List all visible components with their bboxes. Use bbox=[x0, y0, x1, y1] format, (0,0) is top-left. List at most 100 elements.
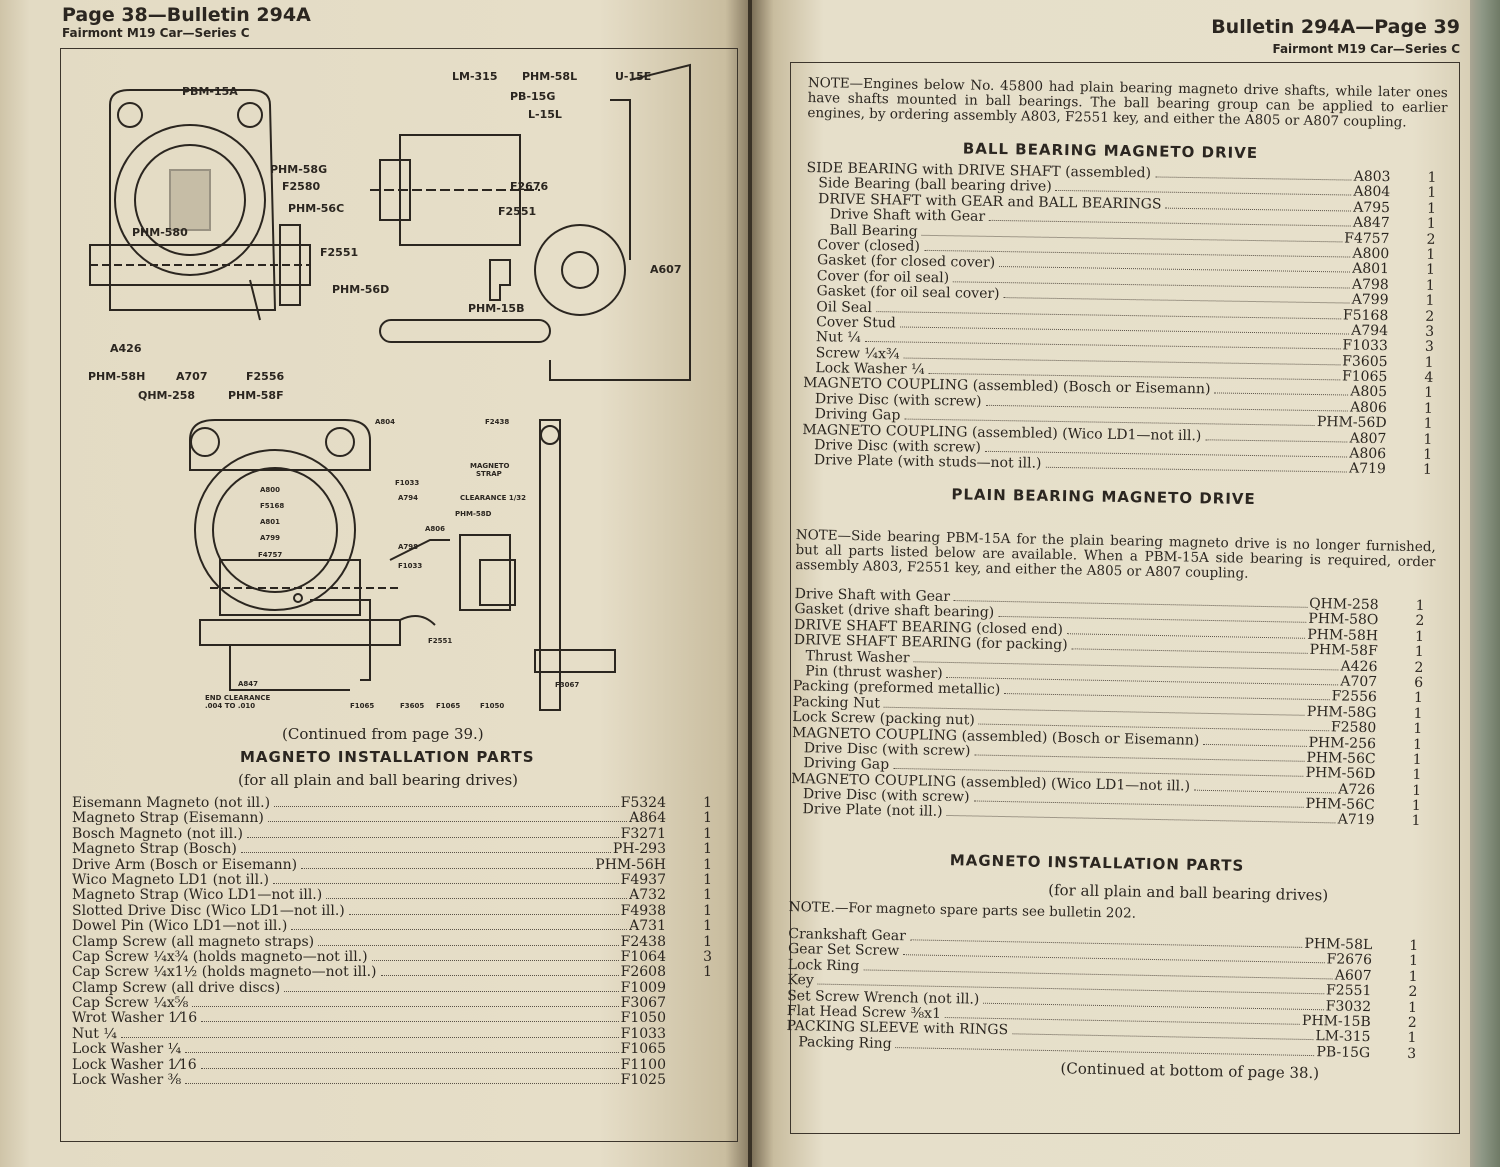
dot-leader bbox=[326, 898, 628, 900]
part-name: Nut ¼ bbox=[815, 329, 861, 347]
part-name: Eisemann Magneto (not ill.) bbox=[72, 795, 271, 811]
part-number: F1033 bbox=[620, 1025, 666, 1042]
part-number: A799 bbox=[1351, 291, 1389, 309]
dot-leader bbox=[380, 975, 619, 977]
right-page-frame bbox=[790, 62, 1460, 1134]
part-quantity: 1 bbox=[1427, 185, 1437, 202]
part-row: Drive Arm (Bosch or Eisemann) PHM-56H 1 bbox=[72, 856, 712, 873]
svg-text:PB-15G: PB-15G bbox=[510, 90, 555, 103]
part-name: Clamp Screw (all magneto straps) bbox=[72, 933, 315, 950]
part-name: Magneto Strap (Bosch) bbox=[72, 841, 237, 858]
svg-text:F1033: F1033 bbox=[398, 562, 422, 570]
part-name: Drive Plate (not ill.) bbox=[802, 801, 943, 821]
right-lower-block: MAGNETO INSTALLATION PARTS (for all plai… bbox=[786, 848, 1430, 1084]
part-name: Cap Screw ¼x⅝ bbox=[72, 995, 189, 1012]
part-name: Nut ¼ bbox=[72, 1025, 117, 1042]
svg-text:F2551: F2551 bbox=[320, 246, 358, 259]
part-name: Lock Washer ⅜ bbox=[72, 1072, 182, 1089]
part-number: F2608 bbox=[620, 964, 666, 981]
part-quantity: 2 bbox=[1407, 1014, 1417, 1032]
dot-leader bbox=[291, 929, 628, 931]
dot-leader bbox=[1205, 438, 1348, 443]
svg-text:A806: A806 bbox=[425, 525, 445, 533]
dot-leader bbox=[1071, 648, 1308, 655]
dot-leader bbox=[274, 806, 619, 807]
part-number: F1009 bbox=[620, 979, 666, 996]
part-number: F1064 bbox=[620, 948, 666, 965]
part-quantity: 1 bbox=[1408, 968, 1418, 985]
part-number: PH-293 bbox=[612, 841, 666, 858]
part-quantity: 1 bbox=[1408, 953, 1419, 970]
svg-text:F3067: F3067 bbox=[555, 681, 579, 689]
svg-text:F4757: F4757 bbox=[258, 551, 282, 559]
part-quantity: 3 bbox=[1425, 323, 1435, 340]
part-number: A801 bbox=[1352, 260, 1390, 278]
part-number: A864 bbox=[629, 810, 666, 827]
part-number: F2551 bbox=[1325, 982, 1372, 1000]
part-row: Clamp Screw (all drive discs)F1009 bbox=[72, 979, 712, 996]
part-number: F5324 bbox=[620, 795, 666, 811]
part-quantity: 1 bbox=[1409, 937, 1419, 955]
part-quantity: 3 bbox=[703, 948, 712, 965]
part-quantity: 1 bbox=[1412, 736, 1423, 753]
part-name: Lock Washer ¼ bbox=[72, 1041, 182, 1058]
svg-text:PHM-58F: PHM-58F bbox=[228, 389, 284, 402]
part-number: F1025 bbox=[620, 1072, 666, 1089]
part-row: Wrot Washer 1⁄16 F1050 bbox=[72, 1010, 712, 1027]
figure-ball-bearing-drive: A804 F2438 F1033 MAGNETO STRAP A800 A794… bbox=[189, 418, 616, 711]
svg-text:F2551: F2551 bbox=[498, 205, 536, 218]
part-quantity: 1 bbox=[1426, 200, 1437, 217]
part-quantity: 1 bbox=[1413, 690, 1423, 707]
part-quantity: 1 bbox=[1425, 262, 1436, 279]
part-number: A731 bbox=[629, 918, 666, 935]
part-number: PHM-56H bbox=[595, 856, 666, 873]
left-section-title: MAGNETO INSTALLATION PARTS bbox=[240, 748, 535, 766]
part-quantity: 1 bbox=[703, 933, 712, 950]
part-name: Wrot Washer 1⁄16 bbox=[72, 1010, 198, 1027]
ball-bearing-parts-list: SIDE BEARING with DRIVE SHAFT (assembled… bbox=[802, 160, 1437, 479]
dot-leader bbox=[1203, 743, 1307, 747]
part-quantity: 3 bbox=[1407, 1045, 1417, 1062]
left-page-frame bbox=[60, 48, 738, 1142]
left-caption: (Continued from page 39.) bbox=[282, 725, 484, 743]
svg-text:PHM-580: PHM-580 bbox=[132, 226, 188, 239]
part-number: F2676 bbox=[1326, 951, 1373, 969]
part-number: F1050 bbox=[620, 1010, 666, 1027]
part-number: PHM-56D bbox=[1305, 765, 1376, 783]
part-name: Drive Arm (Bosch or Eisemann) bbox=[72, 856, 298, 873]
svg-text:.004 TO .010: .004 TO .010 bbox=[205, 702, 255, 710]
left-header-title: Page 38—Bulletin 294A bbox=[62, 4, 311, 26]
install-subtitle: (for all plain and ball bearing drives) bbox=[1048, 880, 1329, 905]
part-number: F3067 bbox=[620, 995, 666, 1012]
dot-leader bbox=[318, 944, 619, 946]
part-quantity: 2 bbox=[1426, 231, 1436, 248]
part-quantity: 1 bbox=[703, 856, 712, 873]
svg-text:A799: A799 bbox=[260, 534, 280, 542]
part-number: F2438 bbox=[620, 933, 666, 950]
svg-text:A801: A801 bbox=[260, 518, 280, 526]
part-number: F4757 bbox=[1344, 230, 1390, 247]
svg-text:A426: A426 bbox=[110, 342, 142, 355]
part-name: Wico Magneto LD1 (not ill.) bbox=[72, 871, 269, 888]
svg-text:F1065: F1065 bbox=[350, 702, 374, 710]
svg-text:A847: A847 bbox=[238, 680, 258, 688]
part-number: PB-15G bbox=[1316, 1043, 1371, 1061]
dot-leader bbox=[371, 959, 619, 961]
right-page: Bulletin 294A—Page 39 Fairmont M19 Car—S… bbox=[752, 0, 1470, 1167]
part-number: F4938 bbox=[620, 902, 666, 919]
svg-text:STRAP: STRAP bbox=[476, 470, 502, 478]
svg-text:A794: A794 bbox=[398, 494, 418, 502]
svg-text:PHM-58G: PHM-58G bbox=[270, 163, 327, 176]
svg-text:PHM-58D: PHM-58D bbox=[455, 510, 492, 518]
part-quantity: 1 bbox=[1423, 431, 1433, 448]
svg-text:PBM-15A: PBM-15A bbox=[182, 85, 238, 98]
dot-leader bbox=[192, 1006, 619, 1008]
svg-text:PHM-15B: PHM-15B bbox=[468, 302, 524, 315]
dot-leader bbox=[301, 867, 594, 869]
svg-text:F1065: F1065 bbox=[436, 702, 460, 710]
